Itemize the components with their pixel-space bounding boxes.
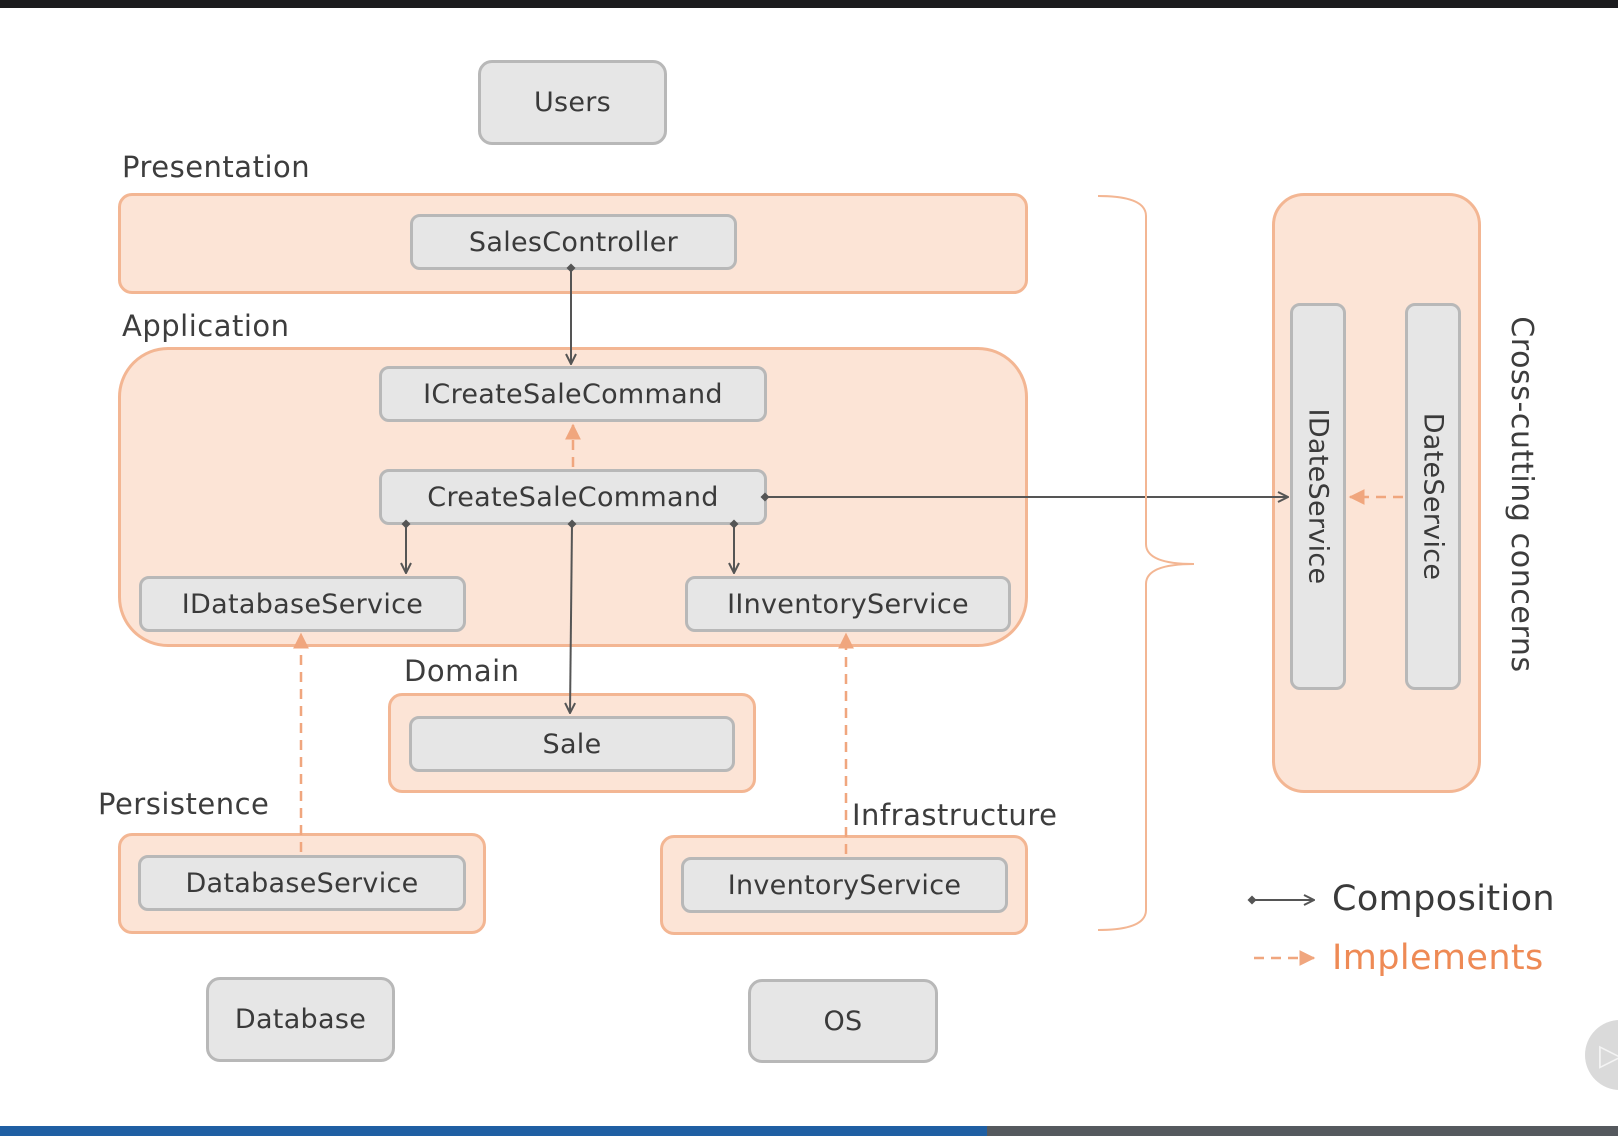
video-player-icon: ▷ xyxy=(1599,1038,1618,1073)
create-sale-command-label: CreateSaleCommand xyxy=(427,481,719,513)
os-label: OS xyxy=(823,1005,863,1037)
legend-composition-label: Composition xyxy=(1332,879,1555,919)
infrastructure-label: Infrastructure xyxy=(852,798,1058,832)
iinventory-service-label: IInventoryService xyxy=(727,588,969,620)
icreate-sale-command-node: ICreateSaleCommand xyxy=(379,366,767,422)
database-node: Database xyxy=(206,977,395,1062)
idatabase-service-node: IDatabaseService xyxy=(139,576,466,632)
iinventory-service-node: IInventoryService xyxy=(685,576,1011,632)
idate-service-node: IDateService xyxy=(1290,303,1346,690)
users-node: Users xyxy=(478,60,667,145)
create-sale-command-node: CreateSaleCommand xyxy=(379,469,767,525)
sale-label: Sale xyxy=(542,728,602,760)
database-service-label: DatabaseService xyxy=(185,867,419,899)
sales-controller-node: SalesController xyxy=(410,214,737,270)
presentation-label: Presentation xyxy=(122,150,311,184)
icreate-sale-command-label: ICreateSaleCommand xyxy=(423,378,723,410)
idatabase-service-label: IDatabaseService xyxy=(181,588,424,620)
sale-node: Sale xyxy=(409,716,735,772)
arrow-command-to-sale xyxy=(570,524,572,713)
video-progress-remaining xyxy=(986,1126,1618,1136)
video-progress-bar[interactable] xyxy=(0,1126,1618,1136)
domain-label: Domain xyxy=(404,654,520,688)
date-service-node: DateService xyxy=(1405,303,1461,690)
legend-implements-label: Implements xyxy=(1332,938,1544,978)
layers-brace xyxy=(1097,195,1195,931)
video-progress-fill xyxy=(0,1126,987,1136)
application-label: Application xyxy=(122,309,290,343)
window-top-bar xyxy=(0,0,1618,8)
sales-controller-label: SalesController xyxy=(468,226,679,258)
database-label: Database xyxy=(234,1004,367,1035)
persistence-label: Persistence xyxy=(98,787,270,821)
database-service-node: DatabaseService xyxy=(138,855,466,911)
inventory-service-node: InventoryService xyxy=(681,857,1008,913)
inventory-service-label: InventoryService xyxy=(727,869,962,901)
users-node-label: Users xyxy=(533,87,612,118)
os-node: OS xyxy=(748,979,938,1063)
